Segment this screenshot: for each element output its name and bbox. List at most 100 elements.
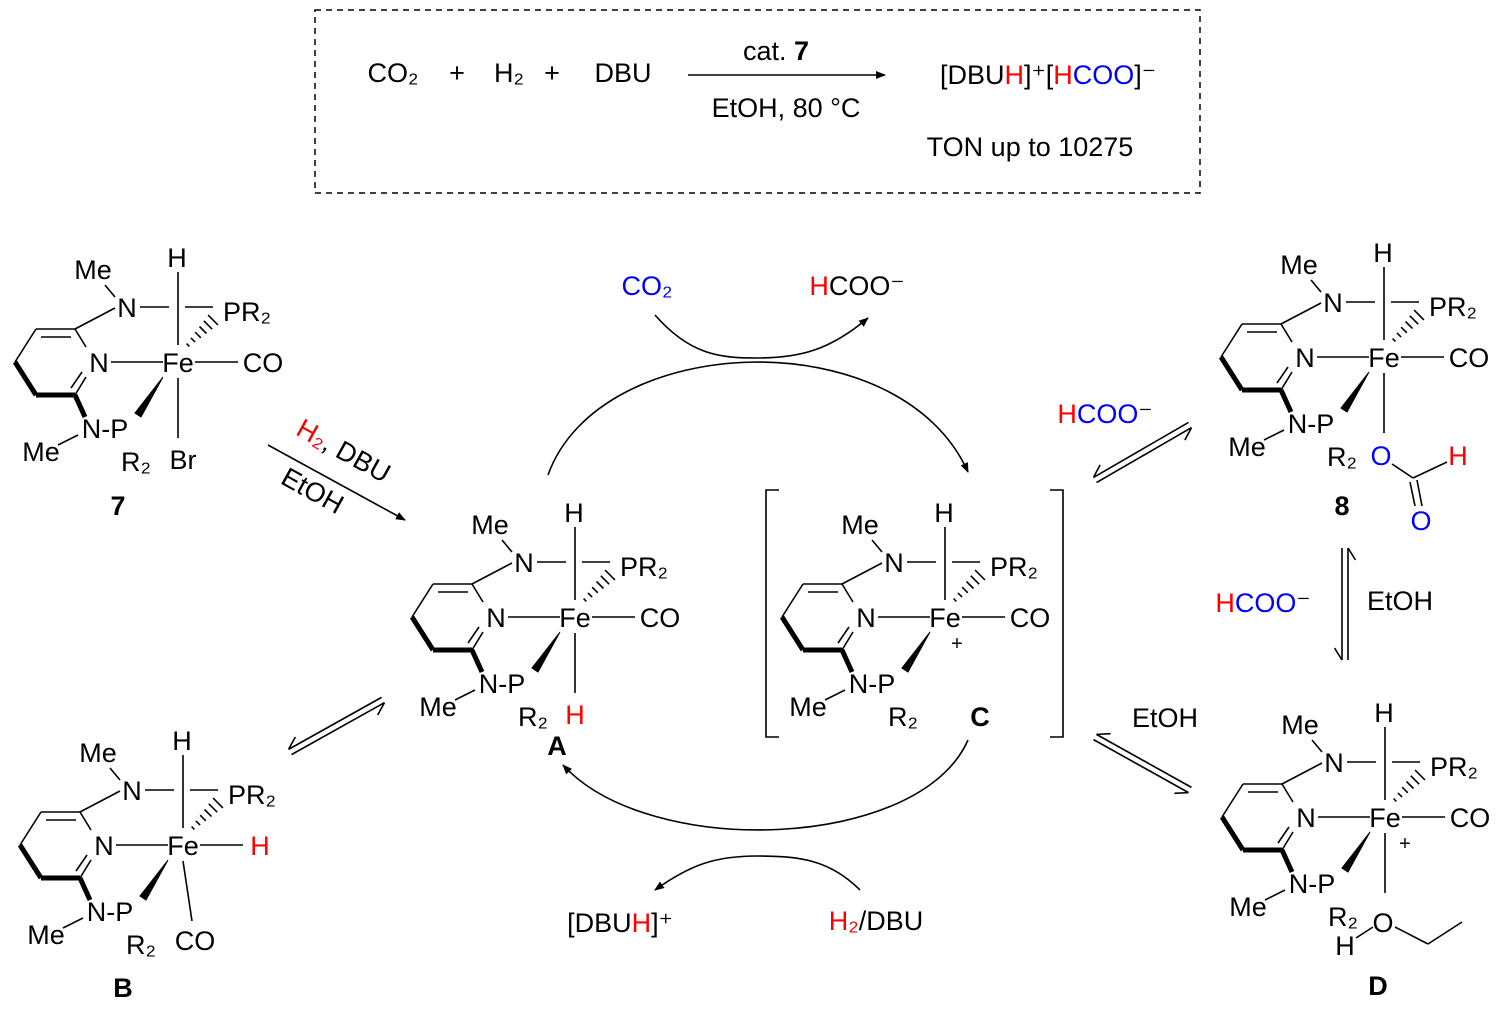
phosphine-label: PR₂ <box>228 780 276 810</box>
ring-double-bond <box>75 854 88 872</box>
ring-bond <box>74 376 87 396</box>
hashed-bond <box>186 343 190 347</box>
n-p-label: N-P <box>87 897 134 927</box>
text-segment: 7 <box>794 36 809 66</box>
ring-bond <box>841 583 854 603</box>
ton-note: TON up to 10275 <box>927 132 1134 162</box>
hashed-bond <box>587 592 593 598</box>
phosphine-label: PR₂ <box>990 552 1038 582</box>
hydroxyl-hydrogen: H <box>1335 931 1355 961</box>
trans-ligand-label: O <box>1370 441 1391 471</box>
bond-ring-n-top <box>471 562 513 585</box>
n-p-label: N-P <box>82 414 129 444</box>
hashed-bond <box>970 575 980 585</box>
ring-bond <box>471 631 484 651</box>
equilibrium-C-8 <box>1092 421 1193 484</box>
hashed-bond <box>203 808 213 818</box>
hashed-bond <box>591 586 599 594</box>
trans-ligand-label: H <box>565 700 585 730</box>
methyl-label: Me <box>419 692 457 722</box>
text-segment: H <box>1057 399 1077 429</box>
arc-A-to-C <box>547 361 969 476</box>
ring-bond <box>471 583 484 603</box>
bond-me-n <box>1264 889 1286 901</box>
hashed-bond <box>1413 309 1425 321</box>
text-segment: CO₂ <box>622 271 673 301</box>
ring-bond <box>17 843 44 880</box>
ring-double-bond <box>467 626 480 644</box>
ring-double-bond <box>1277 826 1290 844</box>
hashed-bond <box>1397 792 1403 798</box>
trans-ligand-label: CO <box>175 926 216 956</box>
iron-label: Fe <box>1369 803 1401 833</box>
positive-charge: + <box>1399 833 1411 855</box>
trans-ligand-label: O <box>1372 908 1393 938</box>
hashed-bond <box>1409 315 1419 325</box>
text-segment: H <box>1004 60 1024 90</box>
phosphine-label: PR₂ <box>1429 292 1477 322</box>
ring-bond <box>1280 371 1293 391</box>
nitrogen-label: N <box>884 548 904 578</box>
hashed-bond <box>1392 338 1396 342</box>
text-segment: H <box>632 908 652 938</box>
forward-half-arrow <box>291 701 385 756</box>
methyl-label: Me <box>471 510 509 540</box>
hashed-bond <box>1396 332 1402 338</box>
double-bond-c-o <box>1409 481 1416 507</box>
ring-bond <box>781 583 804 618</box>
reverse-half-arrow <box>1096 733 1192 789</box>
h2-dbu-in-label: H₂/DBU <box>829 906 924 936</box>
formate-oxygen: O <box>1410 506 1431 536</box>
methyl-label: Me <box>789 692 827 722</box>
bond-me-n <box>109 767 121 781</box>
iron-label: Fe <box>559 603 591 633</box>
bond-o-ch2 <box>1394 926 1429 945</box>
equilibrium-C-D <box>1093 732 1192 795</box>
pyridine-nitrogen-label: N <box>486 603 506 633</box>
hashed-bond <box>583 598 587 602</box>
hashed-bond <box>199 814 207 822</box>
hashed-bond <box>191 826 195 830</box>
pyridine-nitrogen-label: N <box>856 603 876 633</box>
hashed-bond <box>1405 780 1415 790</box>
formate-hydrogen: H <box>1448 441 1468 471</box>
text-segment: COO <box>1235 588 1297 618</box>
bond-ch2-ch3 <box>1427 921 1463 945</box>
hashed-bond <box>207 314 219 326</box>
ring-bond <box>1220 323 1243 358</box>
pyridine-nitrogen-label: N <box>1295 343 1315 373</box>
bond-me-n <box>104 284 116 298</box>
text-segment: ⁻ <box>1296 588 1310 618</box>
r2-label: R₂ <box>121 447 151 477</box>
bracket-right <box>1050 489 1064 738</box>
text-segment: ]⁺[ <box>1024 60 1054 90</box>
hashed-bond <box>957 592 963 598</box>
ring-bond <box>1219 815 1246 852</box>
hashed-bond <box>965 580 975 590</box>
nitrogen-label: N <box>1323 288 1343 318</box>
ring-bond <box>1218 355 1245 392</box>
arc-co2-in-hcoo-out <box>654 314 869 359</box>
r2-label: R₂ <box>518 702 548 732</box>
ring-double-bond <box>70 371 83 389</box>
bond-me-n <box>454 689 476 701</box>
bond-me-n <box>62 917 84 929</box>
product-formate-salt: [DBUH]⁺[HCOO]⁻ <box>940 60 1156 90</box>
n-p-label: N-P <box>849 669 896 699</box>
methyl-label: Me <box>74 255 112 285</box>
compound-label-8: 8 <box>1334 491 1349 521</box>
wedge-bond <box>901 631 931 673</box>
forward-half-arrow <box>1096 426 1192 484</box>
hydride-label: H <box>934 498 954 528</box>
hashed-bond <box>604 569 616 581</box>
bond-ring-n-bottom <box>72 393 88 419</box>
text-segment: ]⁺ <box>651 908 673 938</box>
phosphine-label: PR₂ <box>1430 752 1478 782</box>
ring-bond <box>1221 783 1244 818</box>
ring-bond <box>409 615 436 652</box>
text-segment: COO <box>829 271 891 301</box>
ring-bond <box>79 859 92 879</box>
